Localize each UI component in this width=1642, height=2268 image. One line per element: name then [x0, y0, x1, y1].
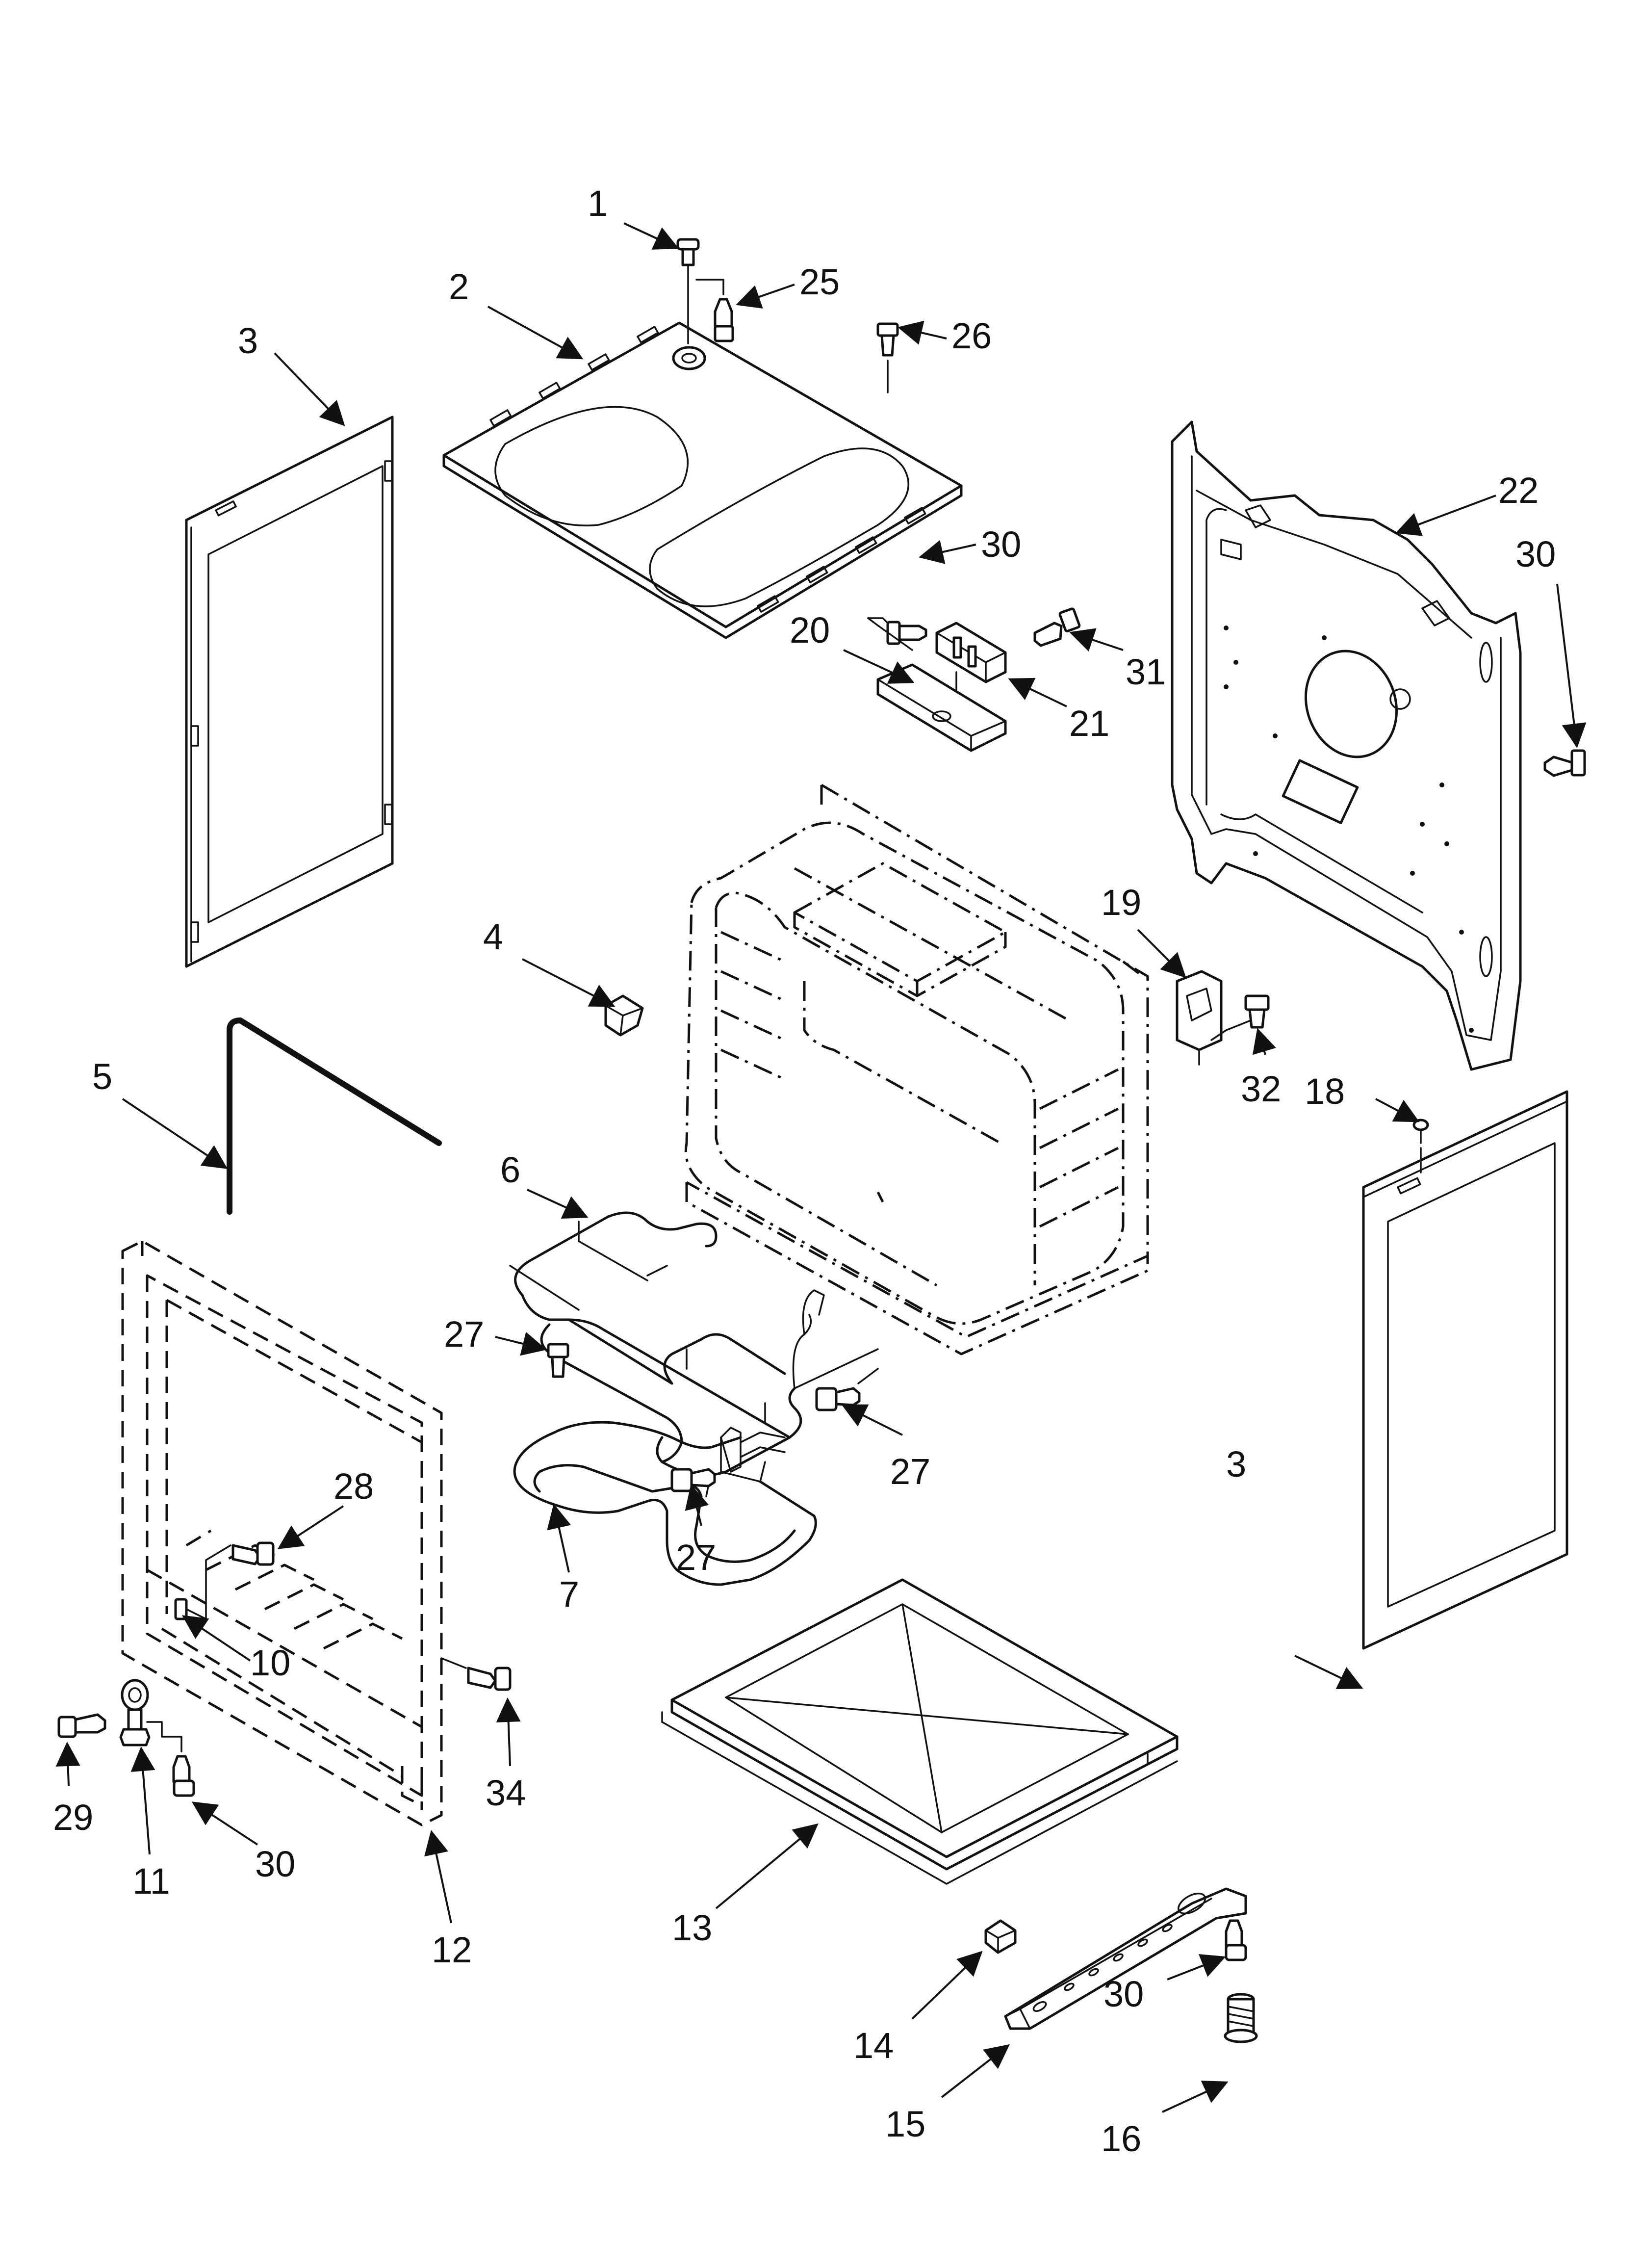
callout-5: 5 [92, 1056, 112, 1097]
callout-31: 31 [1126, 652, 1166, 692]
part-27-screw-c [670, 1468, 716, 1492]
part-19-bracket [1176, 970, 1252, 1066]
part-16-leveling-leg [1224, 1993, 1258, 2043]
part-4-clip [604, 994, 644, 1037]
callout-27-c: 27 [676, 1537, 716, 1578]
part-15-rail [1004, 1887, 1247, 2030]
part-26-screw [876, 322, 899, 393]
callout-34: 34 [486, 1773, 526, 1813]
callout-27-b: 27 [890, 1451, 930, 1492]
callout-32: 32 [1241, 1069, 1281, 1109]
part-32-screw [1244, 994, 1270, 1029]
part-12-front-frame [121, 1240, 443, 1826]
part-14-clip [984, 1919, 1017, 1954]
part-3-right-side-panel [1362, 1090, 1568, 1650]
callout-1: 1 [588, 183, 608, 224]
part-13-oven-bottom [661, 1578, 1179, 1885]
part-10-clip [174, 1544, 231, 1620]
part-31-screw [1033, 607, 1081, 647]
callout-3-left: 3 [238, 320, 258, 361]
callout-labels: 1 2 3 3 4 5 6 7 10 11 12 13 14 15 16 18 … [53, 183, 1556, 2159]
callout-28: 28 [334, 1466, 374, 1507]
callout-2: 2 [449, 266, 469, 307]
oven-cavity [684, 783, 1149, 1356]
part-30-screw-right [1543, 749, 1586, 777]
callout-30-right: 30 [1515, 534, 1556, 574]
callout-15: 15 [885, 2104, 925, 2144]
part-29-screw [57, 1713, 106, 1738]
callout-26: 26 [951, 315, 992, 356]
callout-21: 21 [1069, 703, 1109, 744]
callout-30-top: 30 [981, 524, 1021, 565]
part-11-bracket [119, 1679, 182, 1752]
part-34-screw [440, 1657, 512, 1691]
callout-16: 16 [1101, 2118, 1141, 2159]
callout-6: 6 [500, 1149, 520, 1190]
part-5-gasket [227, 1017, 442, 1215]
part-27-screw-b [815, 1368, 879, 1411]
part-18-screw [1412, 1119, 1429, 1173]
callout-19: 19 [1101, 882, 1141, 923]
callout-20: 20 [790, 610, 830, 651]
callout-18: 18 [1305, 1071, 1345, 1112]
callout-30-bottom: 30 [1103, 1974, 1144, 2014]
callout-13: 13 [672, 1907, 712, 1948]
callout-7: 7 [559, 1574, 579, 1615]
part-1-pin [676, 238, 700, 344]
part-30-screw-bracket [867, 617, 927, 651]
callout-30-left: 30 [255, 1844, 295, 1884]
callout-12: 12 [432, 1929, 472, 1970]
part-3-left-side-panel [185, 416, 394, 968]
part-7-bake-element [513, 1421, 817, 1586]
part-21-block [935, 622, 1007, 693]
callout-4: 4 [483, 916, 503, 957]
callout-27-a: 27 [444, 1314, 484, 1355]
part-30-screw-bottom-right [1225, 1919, 1247, 1961]
part-28-screw [231, 1541, 275, 1566]
callout-14: 14 [853, 2025, 894, 2066]
part-30-screw-lower-left [172, 1755, 195, 1797]
part-22-rear-panel [1171, 420, 1522, 1071]
part-25-screw [695, 279, 734, 342]
callout-10: 10 [250, 1642, 290, 1683]
leader-lines [55, 222, 1587, 2113]
callout-29: 29 [53, 1797, 93, 1838]
part-2-top-panel [442, 321, 963, 639]
callout-11: 11 [132, 1861, 170, 1902]
callout-25: 25 [799, 261, 840, 302]
part-27-screw-a [547, 1343, 569, 1378]
callout-22: 22 [1498, 470, 1539, 511]
callout-3-right: 3 [1226, 1444, 1246, 1485]
